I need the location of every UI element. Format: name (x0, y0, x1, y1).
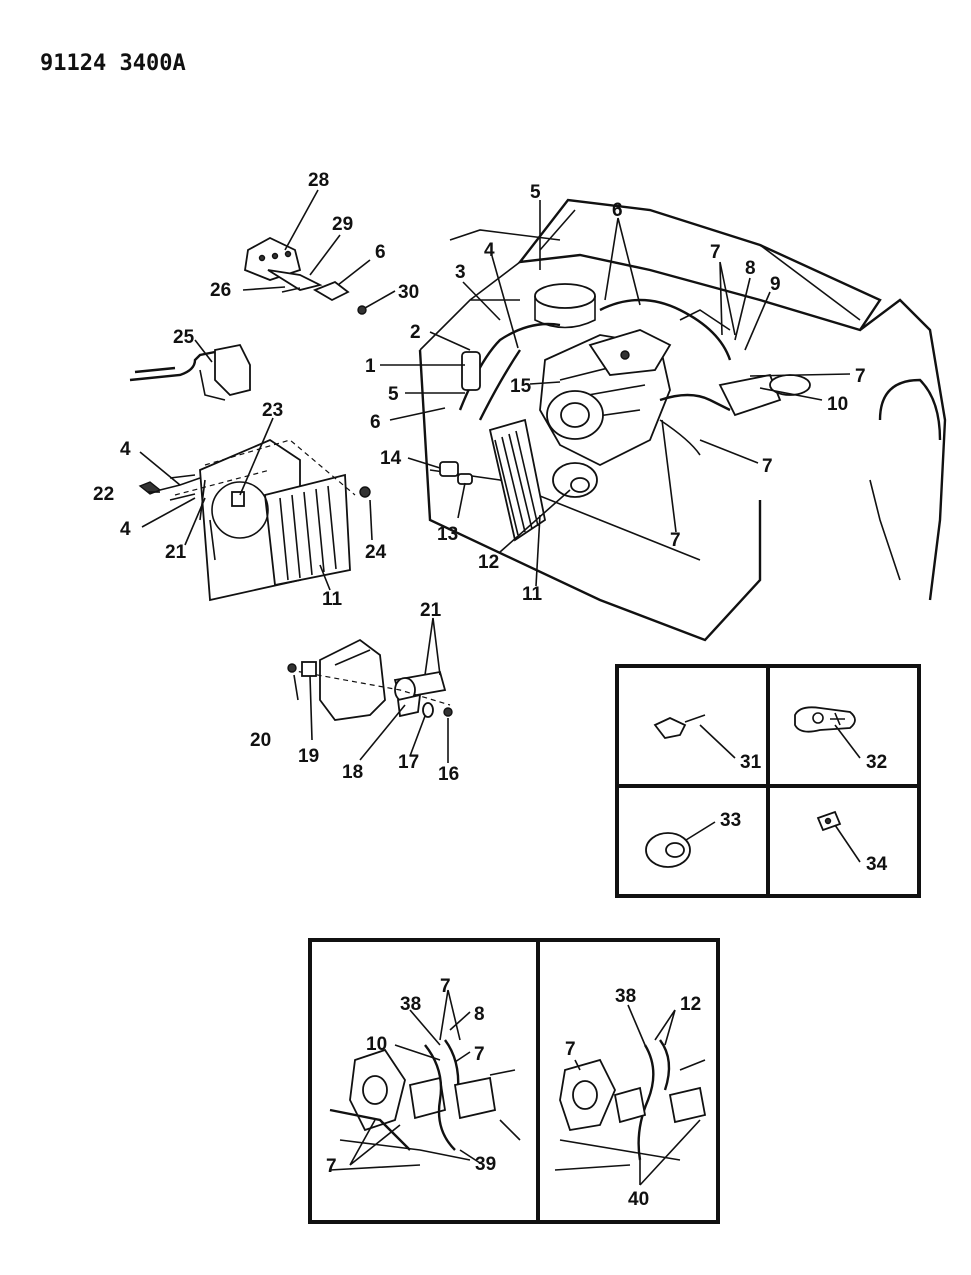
callout-4: 4 (120, 519, 131, 540)
drawing-code: 91124 3400A (40, 51, 186, 76)
harness-routing-inset (308, 938, 720, 1224)
callout-33: 33 (720, 810, 741, 831)
callout-7: 7 (762, 456, 773, 477)
condenser-fan-assembly (138, 438, 371, 602)
callout-7: 7 (670, 530, 681, 551)
callout-34: 34 (866, 854, 888, 875)
callout-20: 20 (250, 730, 271, 751)
callout-22: 22 (93, 484, 114, 505)
inset-callout-7: 7 (565, 1039, 576, 1060)
callout-2: 2 (410, 322, 421, 343)
callout-23: 23 (262, 400, 283, 421)
callout-32: 32 (866, 752, 887, 773)
callout-4: 4 (484, 240, 495, 261)
callout-6: 6 (370, 412, 381, 433)
callout-14: 14 (380, 448, 402, 469)
callout-16: 16 (438, 764, 459, 785)
inset-callout-40: 40 (628, 1189, 649, 1210)
inset-callout-10: 10 (366, 1034, 387, 1055)
callout-26: 26 (210, 280, 231, 301)
callout-12: 12 (478, 552, 499, 573)
callout-8: 8 (745, 258, 756, 279)
callout-labels: 28 29 6 26 30 25 23 4 22 4 21 24 11 5 6 … (93, 170, 888, 1210)
callout-11: 11 (322, 589, 343, 610)
callout-13: 13 (437, 524, 458, 545)
inset-callout-8: 8 (474, 1004, 485, 1025)
callout-17: 17 (398, 752, 419, 773)
callout-9: 9 (770, 274, 781, 295)
callout-11: 11 (522, 584, 543, 605)
inset-callout-38: 38 (615, 986, 636, 1007)
callout-6: 6 (375, 242, 386, 263)
callout-1: 1 (365, 356, 376, 377)
callout-28: 28 (308, 170, 329, 191)
fastener-inset-grid (615, 664, 921, 898)
compressor-mount-detail (287, 638, 453, 721)
callout-29: 29 (332, 214, 353, 235)
callout-5: 5 (388, 384, 399, 405)
leader-lines (139, 189, 861, 1186)
bracket-parts (244, 236, 367, 315)
callout-10: 10 (827, 394, 848, 415)
callout-21: 21 (165, 542, 187, 563)
callout-21: 21 (420, 600, 442, 621)
inset-callout-7: 7 (440, 976, 451, 997)
inset-callout-12: 12 (680, 994, 701, 1015)
callout-7: 7 (710, 242, 721, 263)
callout-18: 18 (342, 762, 363, 783)
inset-callout-39: 39 (475, 1154, 496, 1175)
callout-6: 6 (612, 200, 623, 221)
callout-15: 15 (510, 376, 532, 397)
callout-4: 4 (120, 439, 131, 460)
callout-31: 31 (740, 752, 762, 773)
callout-30: 30 (398, 282, 419, 303)
callout-24: 24 (365, 542, 387, 563)
hose-mount (129, 343, 251, 401)
callout-19: 19 (298, 746, 319, 767)
callout-25: 25 (173, 327, 195, 348)
inset-callout-38: 38 (400, 994, 421, 1015)
callout-5: 5 (530, 182, 541, 203)
inset-callout-7: 7 (326, 1156, 337, 1177)
callout-3: 3 (455, 262, 466, 283)
callout-7: 7 (855, 366, 866, 387)
inset-callout-7: 7 (474, 1044, 485, 1065)
engine-bay-illustration (418, 198, 947, 642)
